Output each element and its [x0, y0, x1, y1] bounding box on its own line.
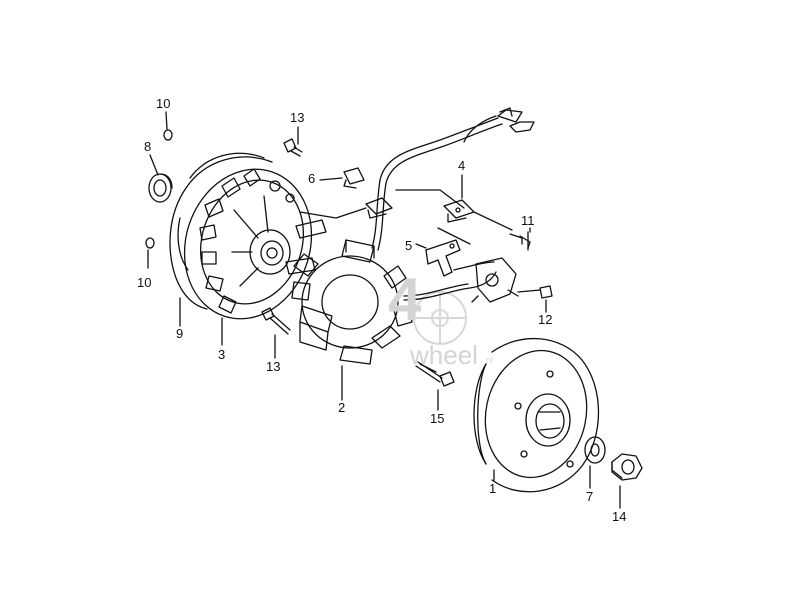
part-15-bolt [415, 361, 455, 387]
callout-14: 14 [612, 509, 627, 524]
callout-4: 4 [458, 158, 466, 173]
part-2-stator-coil [291, 239, 413, 365]
callout-3: 3 [218, 347, 226, 362]
part-10-ring-lower [145, 237, 155, 249]
callout-13-top: 13 [290, 110, 305, 125]
part-1-flywheel [473, 337, 600, 493]
watermark-logo [413, 291, 467, 345]
watermark-suffix: nl [486, 355, 494, 365]
watermark-word: wheel [410, 340, 478, 370]
part-12-bolt [517, 285, 553, 299]
part-13-bolt-upper [283, 138, 303, 157]
part-10-ring-upper [163, 129, 173, 141]
callout-1: 1 [489, 481, 497, 496]
part-14-nut [611, 453, 643, 481]
callout-10-bottom: 10 [137, 275, 152, 290]
part-5-bracket [425, 239, 461, 277]
part-11-bolt [509, 231, 531, 251]
callout-5: 5 [405, 238, 413, 253]
part-12-pulser-coil [471, 257, 519, 303]
part-7-washer [584, 436, 606, 464]
callout-13-bottom: 13 [266, 359, 281, 374]
callout-10-top: 10 [156, 96, 171, 111]
callout-6: 6 [308, 171, 316, 186]
callout-8: 8 [144, 139, 152, 154]
callout-15: 15 [430, 411, 445, 426]
callout-2: 2 [338, 400, 346, 415]
part-4-clamp [443, 199, 475, 223]
part-8-oil-seal [148, 173, 173, 203]
harness-grommet [365, 197, 393, 219]
part-6-wire-clip [343, 167, 365, 189]
part-13-bolt-lower [261, 307, 291, 335]
callout-12: 12 [538, 312, 553, 327]
wiring-harness [371, 107, 535, 301]
callout-11: 11 [521, 213, 535, 228]
watermark-digit: 4 [388, 266, 422, 333]
part-3-stator-plate [183, 168, 327, 320]
callout-9: 9 [176, 326, 184, 341]
callout-7: 7 [586, 489, 594, 504]
